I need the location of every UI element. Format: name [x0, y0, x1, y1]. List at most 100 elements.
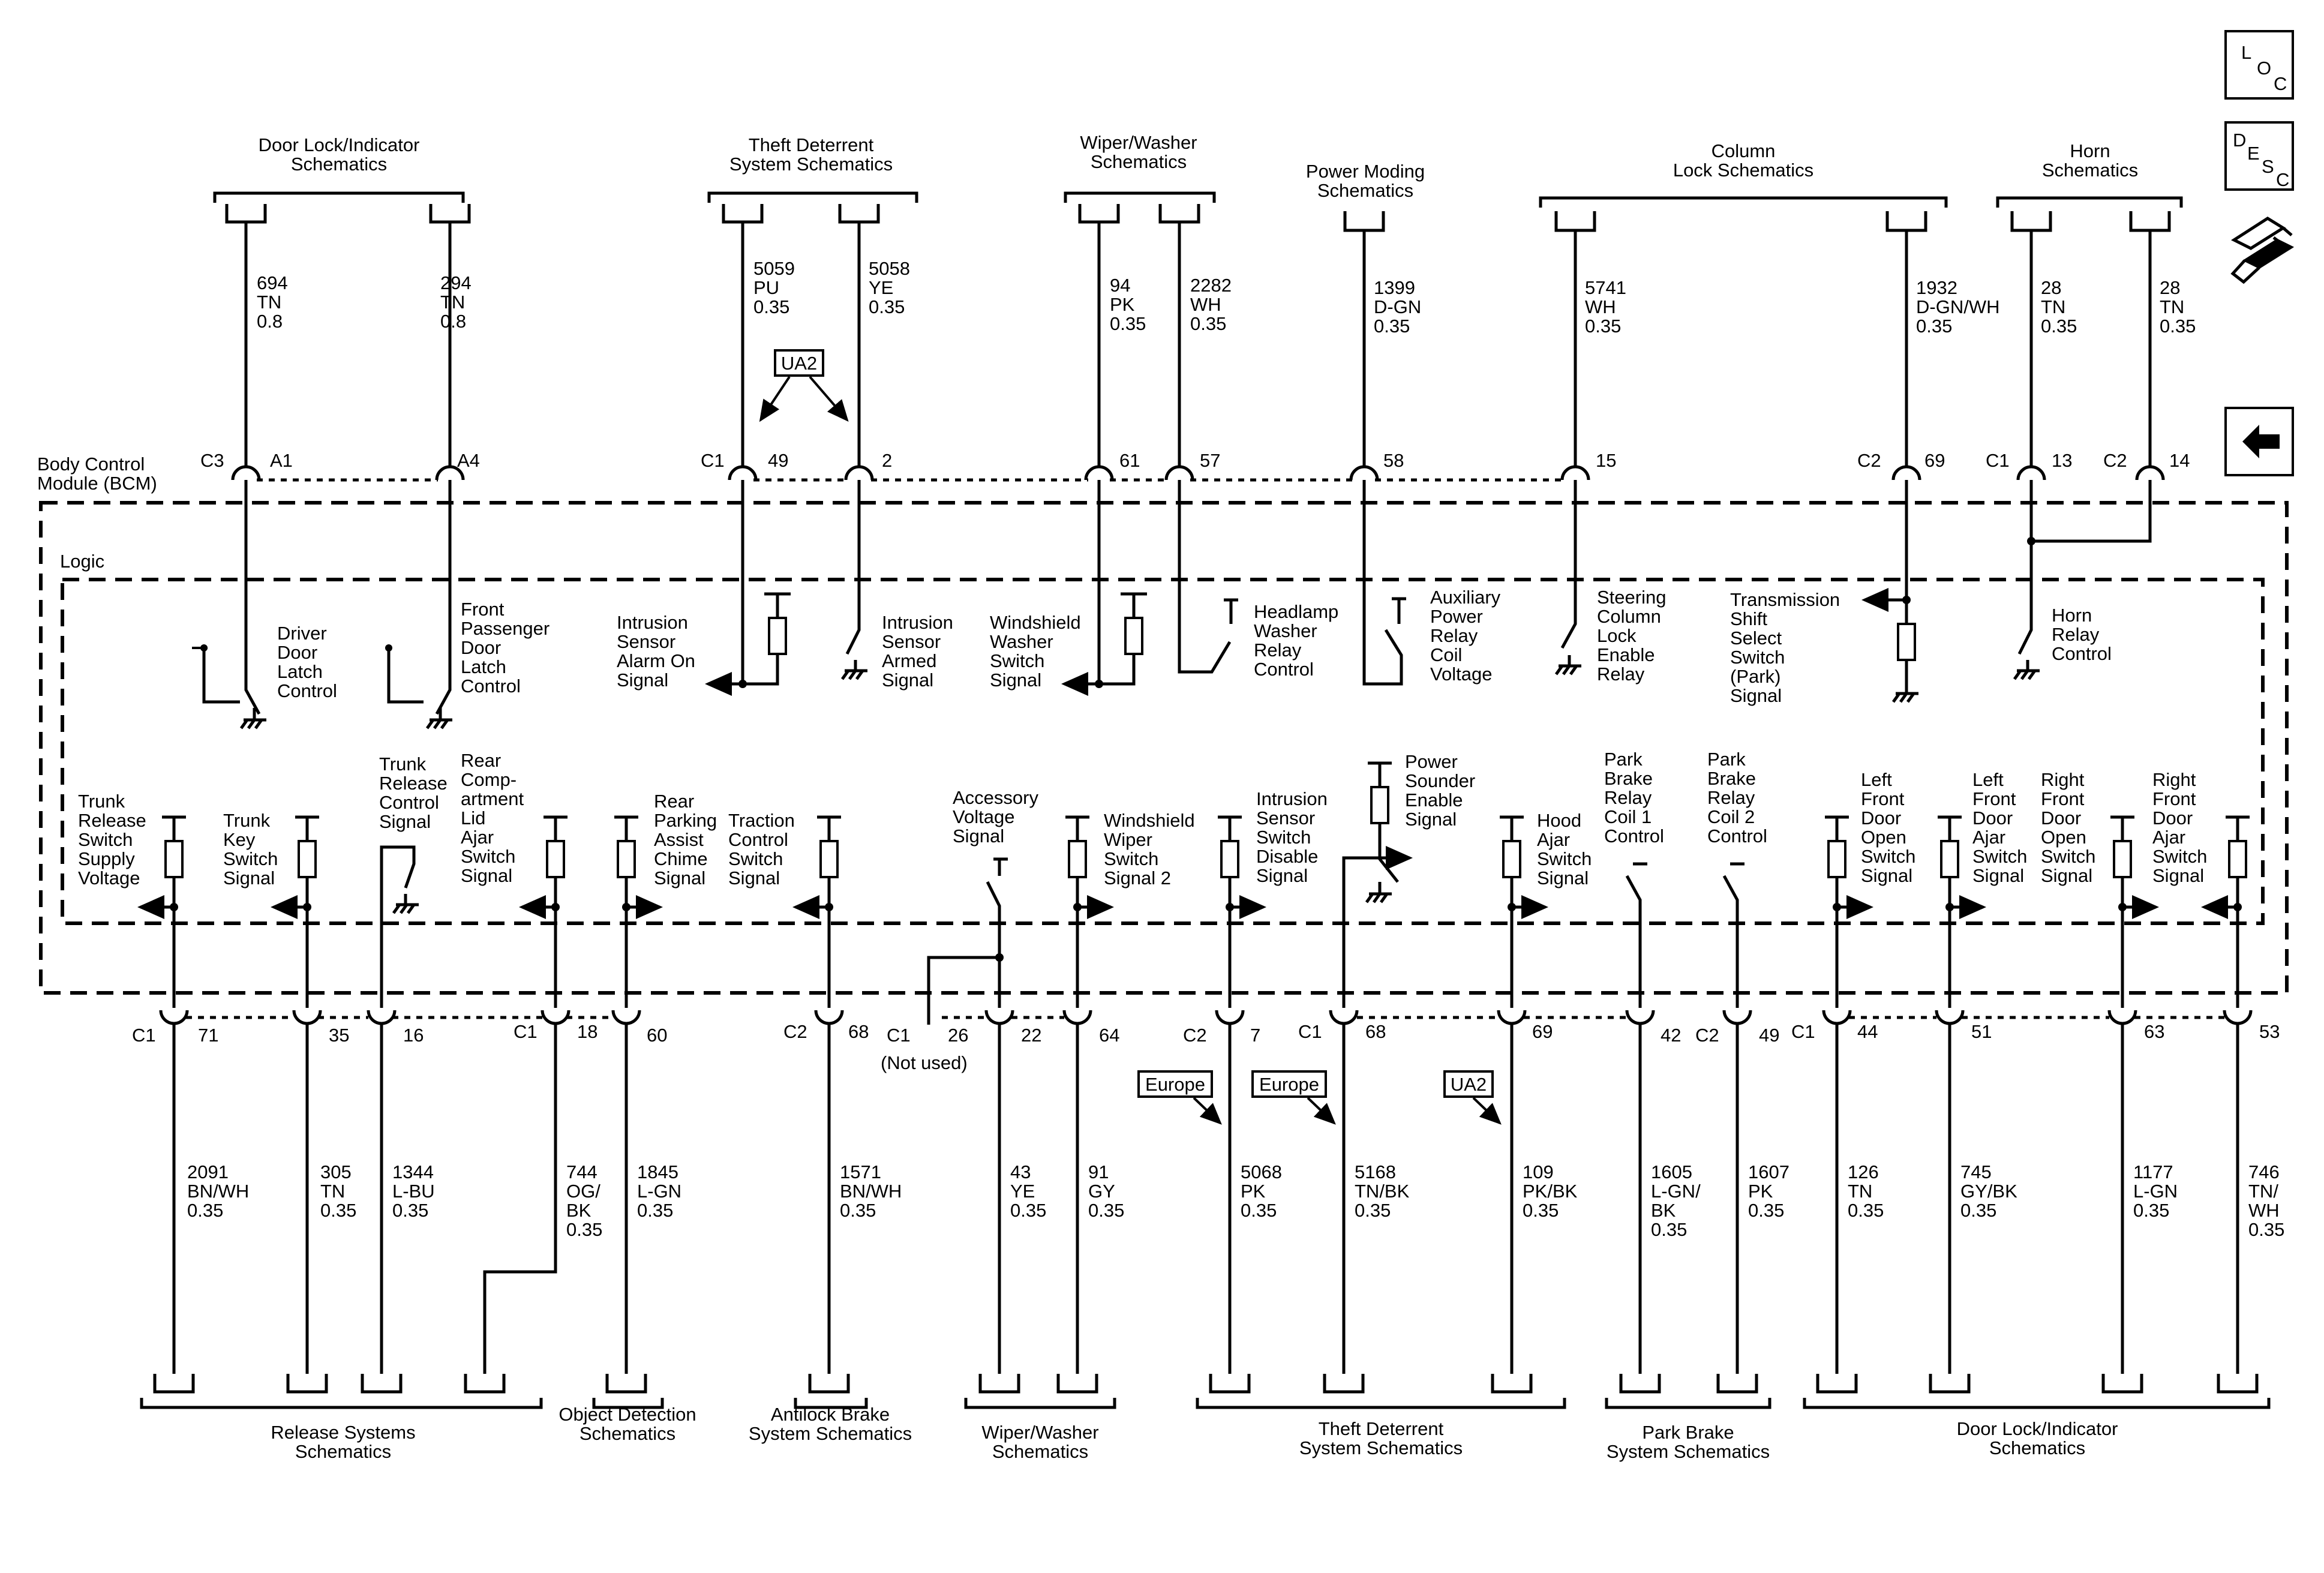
bottom-harness-theft: Theft Deterrent System Schematics — [1196, 1374, 1566, 1458]
svg-text:44: 44 — [1857, 1021, 1878, 1042]
top-wire-labels: 694 TN 0.8 294 TN 0.8 5059 PU 0.35 5058 … — [257, 258, 2196, 337]
svg-text:Front: Front — [2152, 788, 2196, 809]
svg-text:Signal: Signal — [2152, 865, 2204, 886]
svg-text:694: 694 — [257, 272, 288, 293]
svg-text:Coil: Coil — [1430, 644, 1462, 665]
svg-text:Right: Right — [2041, 769, 2085, 790]
svg-text:L-BU: L-BU — [392, 1181, 435, 1202]
svg-text:69: 69 — [1924, 450, 1945, 471]
svg-text:WH: WH — [1190, 294, 1221, 315]
svg-text:0.35: 0.35 — [1585, 316, 1621, 337]
svg-text:Relay: Relay — [1597, 664, 1645, 685]
svg-text:Power: Power — [1405, 751, 1458, 772]
trunk-key-switch-circuit — [274, 815, 319, 1008]
svg-text:58: 58 — [1383, 450, 1404, 471]
svg-text:Column: Column — [1712, 140, 1776, 161]
svg-text:PK: PK — [1241, 1181, 1266, 1202]
svg-text:Assist: Assist — [654, 829, 704, 850]
svg-text:2282: 2282 — [1190, 275, 1232, 296]
hood-ajar-circuit — [1500, 815, 1545, 1008]
loc-icon-l: L — [2241, 42, 2251, 63]
svg-text:5058: 5058 — [869, 258, 910, 279]
svg-text:Door: Door — [1972, 807, 2013, 828]
bottom-harness-park-brake: Park Brake System Schematics — [1605, 1374, 1771, 1462]
back-button[interactable] — [2224, 407, 2294, 476]
svg-text:Washer: Washer — [990, 631, 1053, 652]
svg-text:Signal: Signal — [379, 811, 431, 832]
svg-text:C2: C2 — [2103, 450, 2127, 471]
svg-text:Trunk: Trunk — [223, 810, 271, 831]
top-harness-column-lock: Column Lock Schematics — [1539, 140, 1948, 232]
svg-text:Ajar: Ajar — [1972, 827, 2005, 848]
svg-text:Signal: Signal — [1730, 685, 1782, 706]
svg-text:Trunk: Trunk — [379, 754, 427, 775]
svg-text:Door Lock/Indicator: Door Lock/Indicator — [1957, 1418, 2118, 1439]
svg-text:Ajar: Ajar — [1537, 829, 1570, 850]
svg-text:System Schematics: System Schematics — [729, 154, 893, 175]
svg-text:294: 294 — [440, 272, 472, 293]
svg-text:Transmission: Transmission — [1730, 589, 1840, 610]
svg-text:System Schematics: System Schematics — [1607, 1441, 1770, 1462]
svg-text:D-GN/WH: D-GN/WH — [1916, 296, 1999, 317]
svg-text:Passenger: Passenger — [461, 618, 550, 639]
svg-text:1571: 1571 — [840, 1161, 881, 1182]
svg-text:Signal: Signal — [728, 867, 780, 888]
svg-text:43: 43 — [1010, 1161, 1031, 1182]
svg-text:Horn: Horn — [2070, 140, 2110, 161]
loc-icon-o: O — [2257, 58, 2271, 79]
svg-text:C1: C1 — [132, 1025, 156, 1046]
bottom-wire-labels: 2091 BN/WH 0.35 305 TN 0.35 1344 L-BU 0.… — [187, 1161, 2284, 1240]
svg-text:5741: 5741 — [1585, 277, 1626, 298]
svg-text:C2: C2 — [783, 1021, 807, 1042]
svg-text:Voltage: Voltage — [953, 806, 1014, 827]
svg-text:Door: Door — [1861, 807, 1901, 828]
svg-text:53: 53 — [2259, 1021, 2280, 1042]
svg-text:14: 14 — [2169, 450, 2190, 471]
svg-text:Signal: Signal — [953, 825, 1004, 846]
svg-text:Schematics: Schematics — [580, 1423, 675, 1444]
svg-text:1177: 1177 — [2133, 1161, 2173, 1182]
desc-icon-c: C — [2276, 169, 2289, 190]
svg-text:artment: artment — [461, 788, 524, 809]
svg-text:Signal 2: Signal 2 — [1104, 867, 1171, 888]
svg-text:C1: C1 — [887, 1025, 911, 1046]
svg-text:13: 13 — [2052, 450, 2072, 471]
svg-text:Wiper/Washer: Wiper/Washer — [1080, 132, 1197, 153]
svg-text:Signal: Signal — [223, 867, 275, 888]
left-front-open-circuit — [1825, 815, 1870, 1008]
svg-text:BN/WH: BN/WH — [187, 1181, 249, 1202]
svg-text:Power: Power — [1430, 606, 1483, 627]
svg-text:5168: 5168 — [1355, 1161, 1396, 1182]
svg-text:WH: WH — [1585, 296, 1616, 317]
svg-text:Switch: Switch — [2041, 846, 2095, 867]
svg-text:Open: Open — [1861, 827, 1906, 848]
svg-text:Schematics: Schematics — [295, 1441, 391, 1462]
svg-text:746: 746 — [2248, 1161, 2280, 1182]
desc-icon-d: D — [2233, 130, 2246, 151]
svg-text:Supply: Supply — [78, 848, 135, 869]
rear-compartment-ajar-circuit — [522, 815, 568, 1008]
svg-text:0.35: 0.35 — [1748, 1200, 1784, 1221]
loc-button[interactable]: L O C — [2224, 30, 2294, 100]
top-wires — [244, 222, 2152, 468]
svg-text:PU: PU — [753, 277, 779, 298]
top-harness-door-lock: Door Lock/Indicator Schematics — [213, 134, 471, 224]
svg-text:Release: Release — [78, 810, 146, 831]
svg-text:126: 126 — [1848, 1161, 1879, 1182]
desc-button[interactable]: D E S C — [2224, 121, 2294, 191]
svg-text:0.35: 0.35 — [1374, 316, 1410, 337]
svg-text:60: 60 — [647, 1025, 667, 1046]
desc-icon-e: E — [2247, 143, 2260, 164]
bottom-wires — [172, 1023, 2239, 1374]
svg-text:0.35: 0.35 — [320, 1200, 356, 1221]
svg-text:Signal: Signal — [1405, 809, 1457, 830]
svg-text:TN/: TN/ — [2248, 1181, 2278, 1202]
svg-text:Parking: Parking — [654, 810, 717, 831]
connector-end-view-icon[interactable] — [2230, 217, 2295, 284]
svg-text:PK/BK: PK/BK — [1523, 1181, 1578, 1202]
svg-text:Latch: Latch — [277, 661, 323, 682]
svg-text:Signal: Signal — [2041, 865, 2092, 886]
svg-text:Comp-: Comp- — [461, 769, 517, 790]
svg-text:0.35: 0.35 — [1916, 316, 1952, 337]
